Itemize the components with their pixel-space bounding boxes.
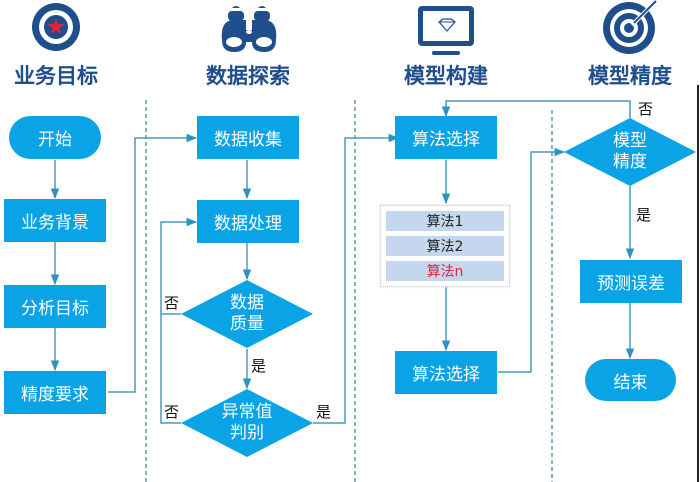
node-business-background[interactable]: 业务背景 xyxy=(4,199,106,242)
decision-data-quality-line-1: 数据 xyxy=(230,293,264,313)
label-accuracy-yes: 是 xyxy=(636,206,652,224)
algorithm-list: 算法1 算法2 算法n xyxy=(380,205,510,287)
label-accuracy-no: 否 xyxy=(638,100,654,118)
decision-model-accuracy-line-2: 精度 xyxy=(613,152,647,172)
edge-outlier-yes-to-algo xyxy=(313,133,400,424)
algorithm-item-2[interactable]: 算法2 xyxy=(386,236,504,256)
decision-data-quality-text: 数据 质量 xyxy=(207,292,287,336)
lane-title-model-accuracy: 模型精度 xyxy=(588,64,672,88)
label-outlier-yes: 是 xyxy=(316,403,332,421)
algorithm-item-n[interactable]: 算法n xyxy=(386,261,504,281)
label-quality-yes: 是 xyxy=(251,357,267,375)
bullseye-icon xyxy=(603,0,658,54)
node-data-collection[interactable]: 数据收集 xyxy=(197,116,299,159)
node-accuracy-requirement[interactable]: 精度要求 xyxy=(4,371,106,414)
edge-outlier-no-loop xyxy=(160,314,181,424)
lane-title-model-building: 模型构建 xyxy=(404,64,488,88)
node-algorithm-selection-2[interactable]: 算法选择 xyxy=(395,351,497,394)
decision-model-accuracy-text: 模型 精度 xyxy=(590,130,670,174)
decision-outlier-check-line-2: 判别 xyxy=(230,423,264,443)
node-analysis-goal[interactable]: 分析目标 xyxy=(4,285,106,328)
label-quality-no: 否 xyxy=(164,294,180,312)
target-star-icon xyxy=(32,3,80,51)
decision-data-quality-line-2: 质量 xyxy=(230,314,264,334)
connectors xyxy=(50,100,635,424)
node-data-processing[interactable]: 数据处理 xyxy=(197,200,299,243)
edge-requirement-to-collection xyxy=(108,133,198,393)
binoculars-icon xyxy=(221,6,277,52)
node-algorithm-selection-1[interactable]: 算法选择 xyxy=(395,116,497,159)
decision-data-quality[interactable] xyxy=(181,280,313,348)
algorithm-item-1[interactable]: 算法1 xyxy=(386,211,504,231)
monitor-diamond-icon xyxy=(418,6,474,55)
decision-model-accuracy[interactable] xyxy=(564,118,696,186)
decision-outlier-check[interactable] xyxy=(181,389,313,457)
edge-algo-select-to-accuracy xyxy=(498,147,566,373)
decision-outlier-check-line-1: 异常值 xyxy=(221,402,273,422)
node-prediction-error[interactable]: 预测误差 xyxy=(580,260,682,303)
edge-accuracy-no-loop xyxy=(441,100,631,118)
lane-title-business-goal: 业务目标 xyxy=(14,64,98,88)
node-end[interactable]: 结束 xyxy=(585,359,676,401)
lane-dividers xyxy=(145,100,553,482)
decision-model-accuracy-line-1: 模型 xyxy=(613,131,647,151)
lane-title-data-exploration: 数据探索 xyxy=(206,64,290,88)
label-outlier-no: 否 xyxy=(164,403,180,421)
edge-quality-no-loop xyxy=(160,217,198,315)
decision-outlier-check-text: 异常值 判别 xyxy=(207,401,287,445)
node-start[interactable]: 开始 xyxy=(9,116,101,159)
